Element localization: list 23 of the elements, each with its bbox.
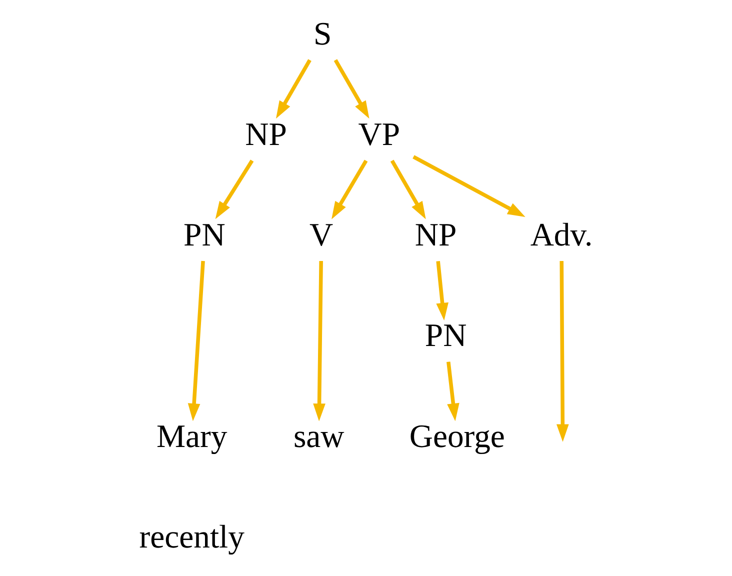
node-text: V [310, 218, 334, 254]
node-text: Adv. [530, 218, 593, 254]
arrow [332, 160, 368, 220]
node-text: NP [414, 218, 457, 254]
arrow [390, 160, 426, 220]
arrow [215, 160, 254, 220]
label: recently [139, 519, 244, 556]
arrow [188, 260, 205, 422]
arrow [412, 155, 526, 218]
node-text: PN [424, 318, 467, 354]
node-text: Mary [156, 418, 228, 455]
node-text: S [314, 16, 332, 52]
arrow [446, 362, 460, 422]
node-text: George [409, 418, 505, 455]
arrow [334, 59, 370, 119]
node-text: saw [293, 418, 344, 455]
arrow [276, 59, 312, 119]
node-text: PN [184, 218, 226, 254]
arrow [313, 260, 326, 422]
node-text: VP [358, 117, 400, 154]
arrow [436, 261, 448, 321]
node-text: NP [245, 117, 287, 154]
arrow [556, 260, 569, 442]
